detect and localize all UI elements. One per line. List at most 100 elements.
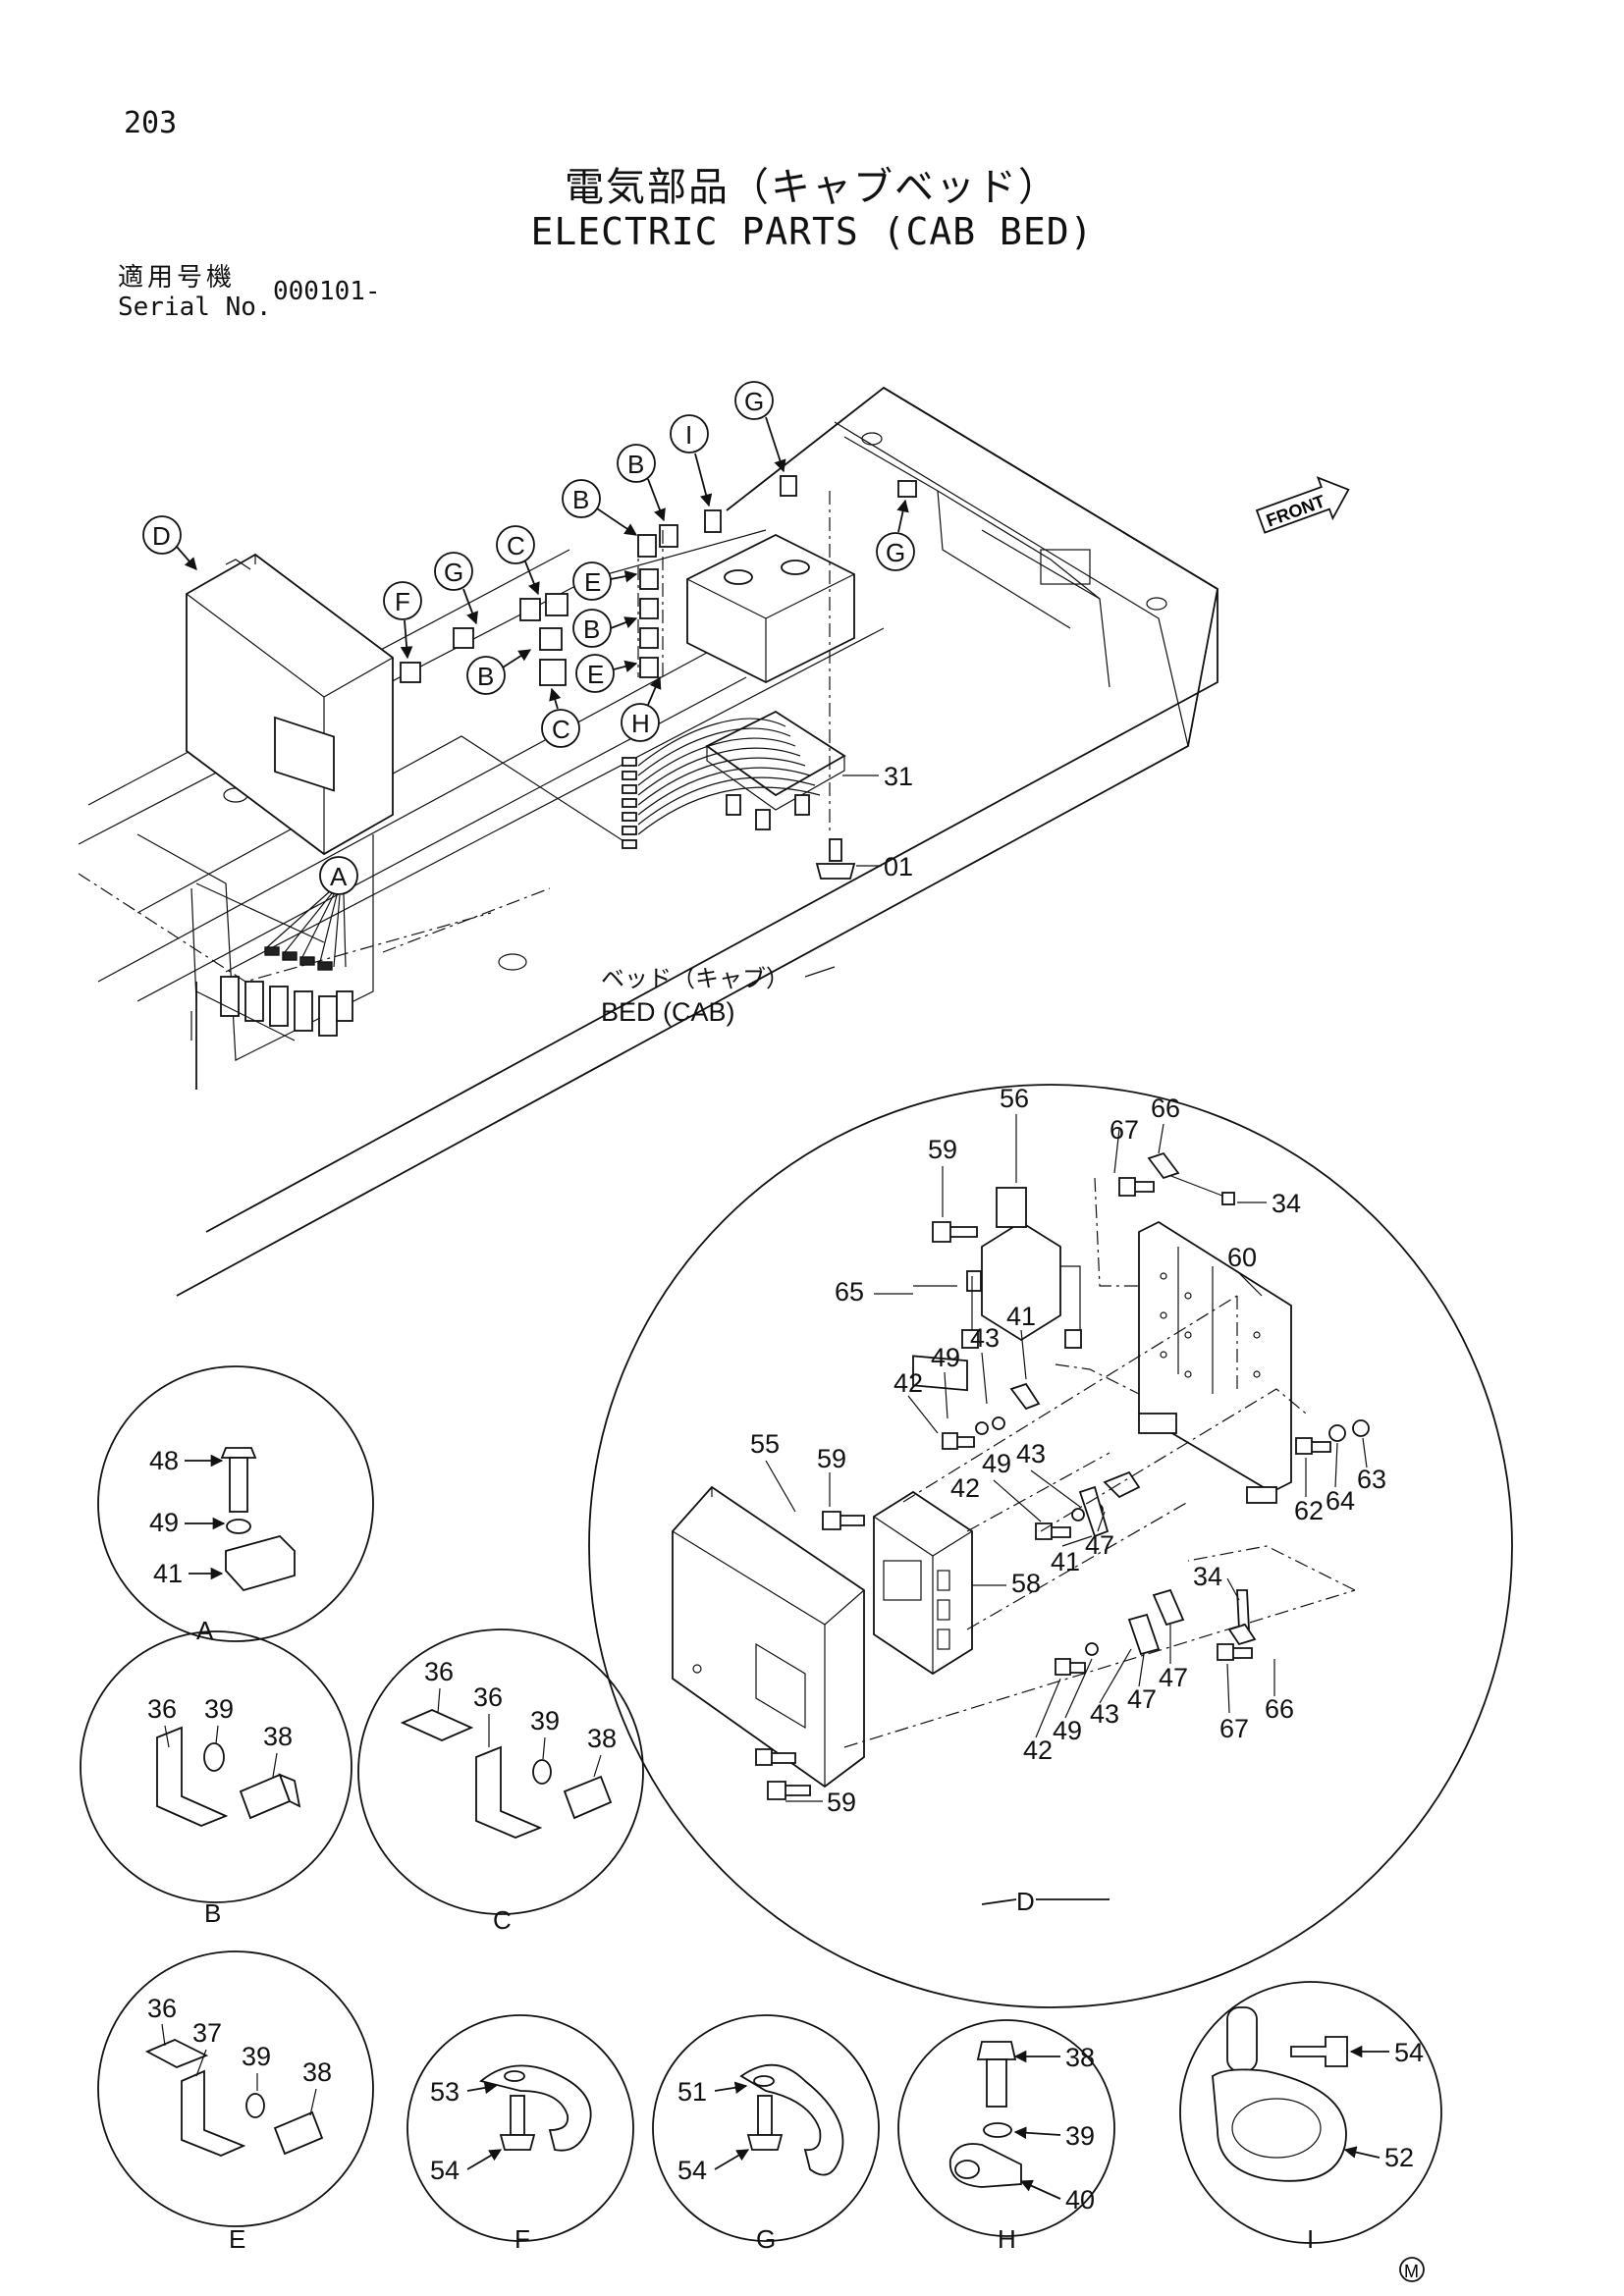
- svg-text:34: 34: [1193, 1562, 1222, 1591]
- svg-text:54: 54: [430, 2156, 460, 2185]
- svg-text:40: 40: [1065, 2185, 1095, 2215]
- svg-text:B: B: [572, 485, 589, 514]
- svg-text:43: 43: [970, 1323, 1000, 1353]
- callout-E: E: [572, 561, 638, 601]
- svg-text:39: 39: [242, 2042, 271, 2071]
- svg-text:A: A: [330, 862, 348, 891]
- page-title-english: ELECTRIC PARTS (CAB BED): [530, 210, 1094, 253]
- detail-F: 53 54 F: [406, 2014, 634, 2254]
- callout-B: B: [617, 444, 666, 522]
- detail-G-title: G: [756, 2224, 776, 2254]
- svg-text:47: 47: [1127, 1684, 1157, 1714]
- svg-text:39: 39: [204, 1694, 234, 1724]
- callout-B: B: [466, 649, 532, 695]
- svg-text:59: 59: [817, 1444, 846, 1473]
- svg-text:56: 56: [1000, 1084, 1029, 1113]
- detail-G: 51 54 G: [652, 2014, 880, 2254]
- detail-I: 54 52 I: [1179, 1981, 1442, 2254]
- detail-E: 36 37 39 38 E: [97, 1950, 374, 2254]
- svg-text:36: 36: [473, 1682, 503, 1712]
- svg-text:66: 66: [1265, 1694, 1294, 1724]
- svg-text:38: 38: [263, 1722, 293, 1751]
- svg-text:38: 38: [302, 2057, 332, 2087]
- bolt-01: [815, 838, 882, 880]
- svg-text:43: 43: [1016, 1439, 1046, 1468]
- svg-text:E: E: [587, 660, 604, 689]
- svg-text:52: 52: [1384, 2143, 1414, 2172]
- svg-text:B: B: [583, 614, 600, 644]
- detail-D-labels: 56 67 66 59 34 60 65 41 43 49 42 55 59 4…: [750, 1084, 1386, 1916]
- svg-text:55: 55: [750, 1429, 780, 1459]
- svg-text:H: H: [631, 709, 650, 738]
- svg-text:38: 38: [1065, 2043, 1095, 2072]
- callout-C: C: [496, 525, 540, 596]
- svg-text:62: 62: [1294, 1496, 1324, 1525]
- svg-text:I: I: [685, 420, 692, 450]
- svg-text:38: 38: [587, 1724, 617, 1753]
- callout-H: H: [621, 675, 662, 742]
- detail-C: 36 36 39 38 C: [357, 1629, 644, 1935]
- bed-label-english: BED (CAB): [601, 997, 735, 1027]
- svg-text:43: 43: [1090, 1699, 1119, 1729]
- svg-text:65: 65: [835, 1277, 864, 1307]
- svg-text:D: D: [152, 521, 171, 551]
- svg-text:67: 67: [1110, 1115, 1139, 1145]
- svg-text:54: 54: [677, 2156, 707, 2185]
- svg-text:B: B: [477, 662, 494, 691]
- callout-E: E: [575, 654, 638, 693]
- svg-text:37: 37: [192, 2018, 222, 2048]
- callout-D: D: [142, 515, 197, 570]
- detail-H: 38 39 40 H: [897, 2019, 1115, 2254]
- front-arrow-icon: FRONT: [1255, 476, 1350, 534]
- svg-text:42: 42: [893, 1368, 923, 1398]
- svg-text:66: 66: [1151, 1094, 1180, 1123]
- svg-text:49: 49: [149, 1508, 179, 1537]
- callout-G: G: [734, 381, 786, 473]
- detail-B-title: B: [204, 1898, 221, 1928]
- svg-text:36: 36: [147, 1994, 177, 2023]
- callout-B: B: [572, 609, 638, 648]
- svg-text:F: F: [395, 587, 410, 616]
- detail-H-title: H: [998, 2224, 1016, 2254]
- clamps-and-brackets: [400, 475, 917, 686]
- serial-number-value: 000101-: [273, 277, 381, 306]
- battery: [686, 533, 855, 684]
- svg-text:47: 47: [1085, 1530, 1114, 1560]
- part-label-01: 01: [884, 852, 913, 881]
- svg-text:58: 58: [1011, 1569, 1041, 1598]
- part-label-31: 31: [884, 762, 913, 791]
- serial-label-english: Serial No.: [118, 293, 272, 322]
- svg-text:42: 42: [1023, 1735, 1053, 1765]
- svg-text:63: 63: [1357, 1465, 1386, 1494]
- svg-text:M: M: [1404, 2262, 1419, 2281]
- svg-text:41: 41: [1006, 1302, 1036, 1331]
- footer-mark: M: [1399, 2257, 1425, 2282]
- bed-label-japanese: ベッド（キャブ）: [601, 965, 789, 992]
- detail-A-title: A: [196, 1616, 214, 1645]
- svg-text:41: 41: [153, 1559, 183, 1588]
- svg-text:36: 36: [424, 1657, 454, 1686]
- svg-text:59: 59: [827, 1788, 856, 1817]
- callout-I: I: [670, 414, 713, 507]
- svg-text:54: 54: [1394, 2038, 1424, 2067]
- relay-harness: [622, 491, 846, 849]
- page-number: 203: [124, 106, 178, 140]
- callout-G: G: [434, 552, 478, 625]
- svg-text:39: 39: [1065, 2121, 1095, 2151]
- svg-text:36: 36: [147, 1694, 177, 1724]
- detail-E-title: E: [229, 2224, 245, 2254]
- callout-C: C: [541, 687, 580, 748]
- svg-text:B: B: [627, 450, 644, 479]
- svg-text:G: G: [886, 538, 905, 567]
- svg-text:53: 53: [430, 2077, 460, 2107]
- svg-text:67: 67: [1219, 1714, 1249, 1743]
- svg-text:47: 47: [1159, 1663, 1188, 1692]
- svg-text:51: 51: [677, 2077, 707, 2107]
- svg-text:59: 59: [928, 1135, 957, 1164]
- svg-text:G: G: [744, 387, 764, 416]
- svg-text:C: C: [552, 715, 570, 744]
- svg-text:42: 42: [950, 1473, 980, 1503]
- callout-F: F: [383, 581, 422, 660]
- controller-box: [186, 553, 394, 856]
